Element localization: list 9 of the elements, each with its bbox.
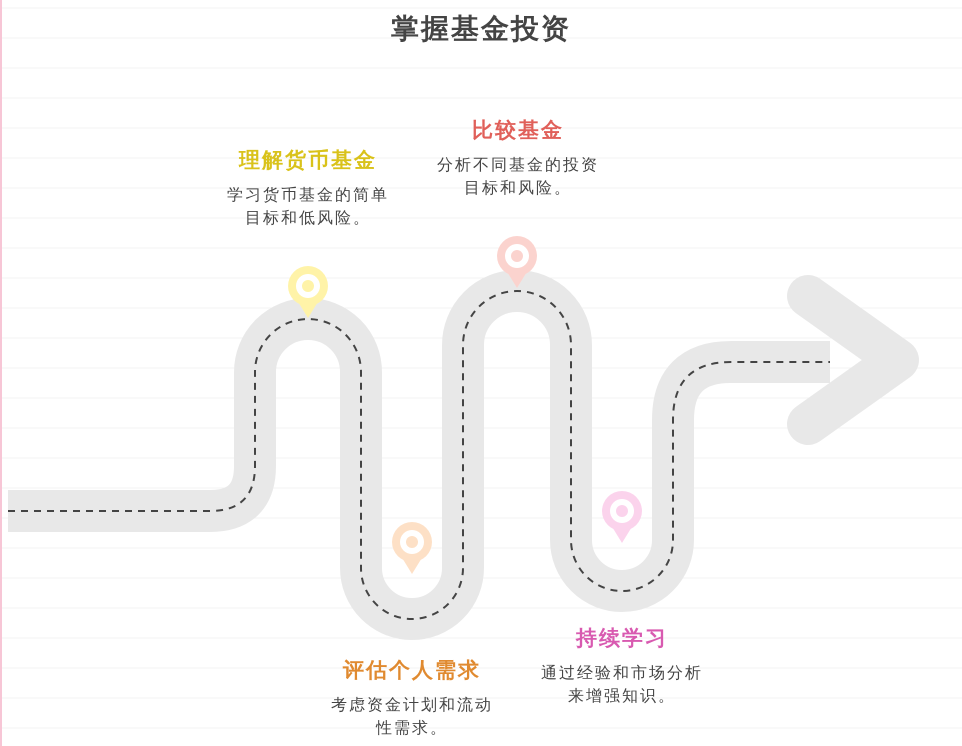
milestone-description: 分析不同基金的投资目标和风险。 <box>436 154 600 199</box>
milestone-heading: 评估个人需求 <box>342 656 482 684</box>
milestone-description: 通过经验和市场分析来增强知识。 <box>540 662 704 707</box>
milestone-heading: 比较基金 <box>471 116 565 144</box>
milestone-heading: 理解货币基金 <box>238 146 378 174</box>
diagram-title: 掌握基金投资 <box>390 11 572 47</box>
milestone-heading: 持续学习 <box>574 624 669 652</box>
milestone-description: 学习货币基金的简单目标和低风险。 <box>226 184 390 229</box>
milestone-description: 考虑资金计划和流动性需求。 <box>330 694 494 739</box>
